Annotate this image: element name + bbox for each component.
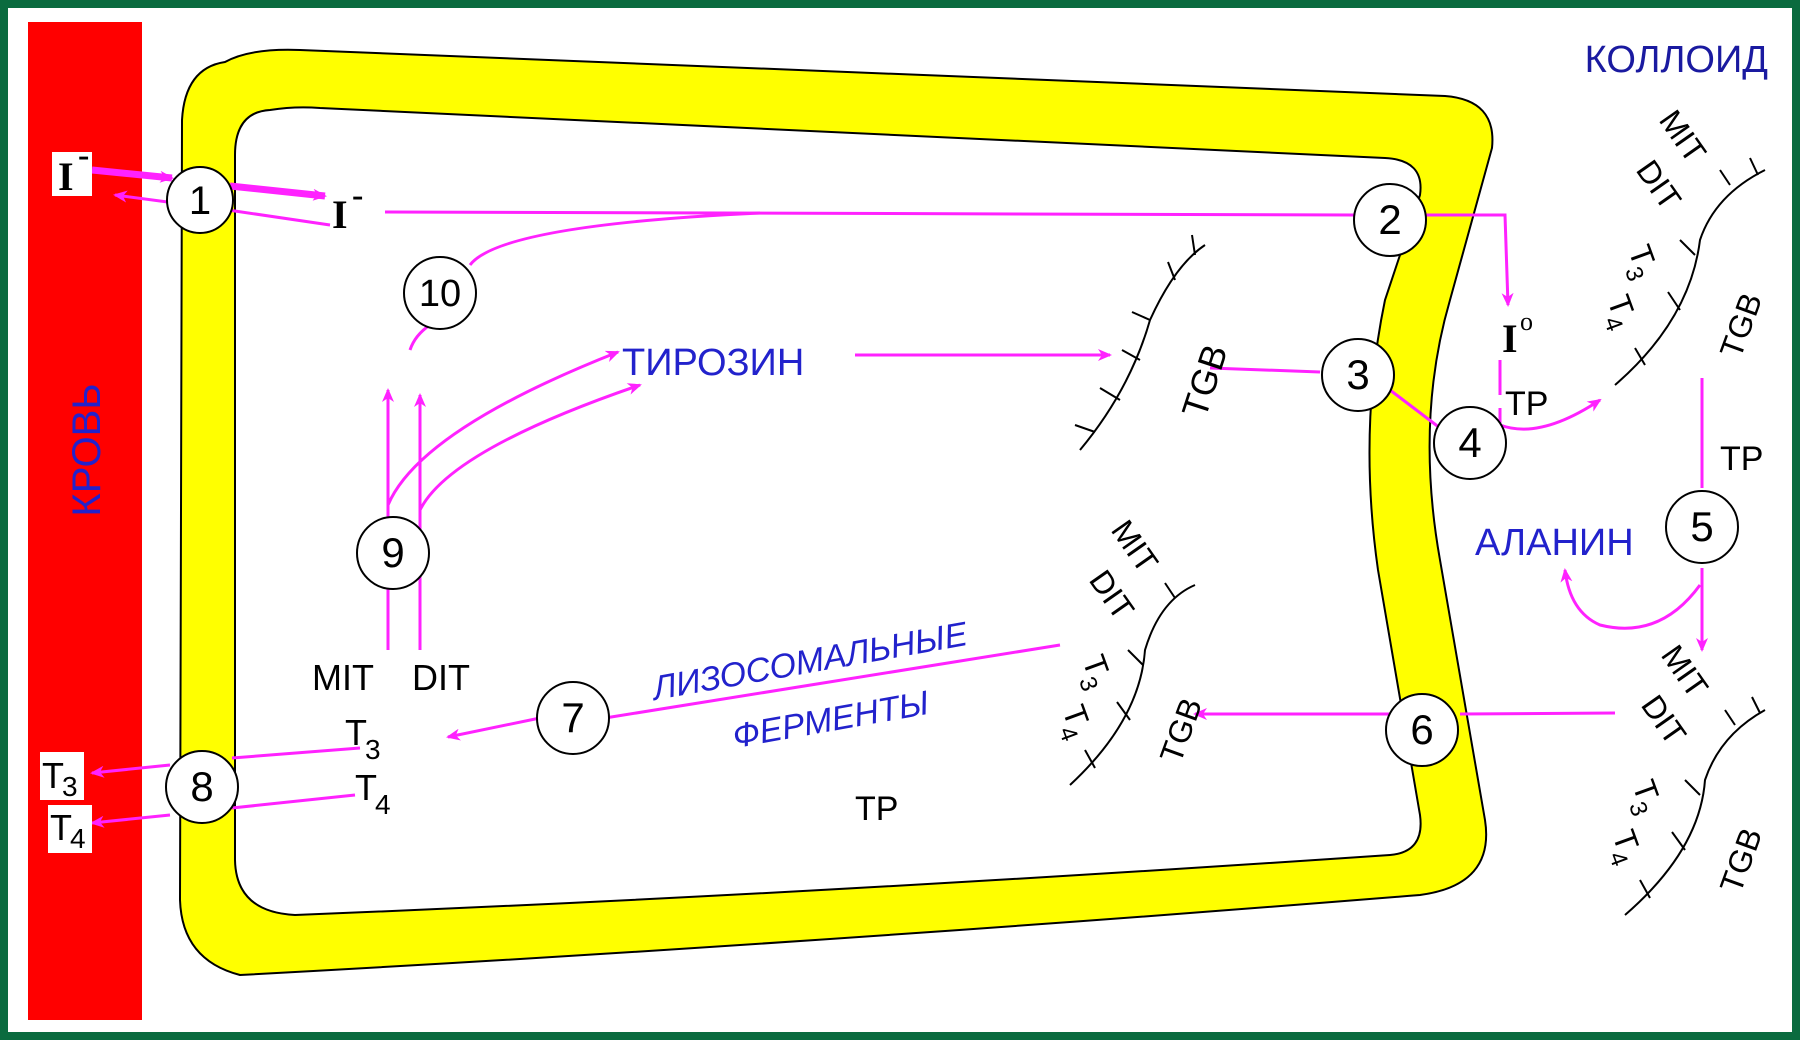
svg-text:T: T — [345, 712, 367, 753]
svg-text:6: 6 — [1410, 706, 1433, 753]
svg-text:T: T — [355, 767, 377, 808]
blood-label: КРОВЬ — [65, 383, 109, 516]
svg-text:T: T — [50, 807, 72, 848]
step-circle-7: 7 — [536, 681, 610, 755]
tp-label-5: TP — [1720, 440, 1763, 478]
svg-text:3: 3 — [365, 734, 381, 765]
t3-cell: T 3 — [345, 712, 381, 765]
step-circle-5: 5 — [1665, 490, 1739, 564]
iodine-colloid: I — [1502, 316, 1518, 361]
svg-text:4: 4 — [1458, 419, 1481, 466]
iodide-blood-box — [52, 152, 92, 196]
step-circle-8: 8 — [165, 750, 239, 824]
svg-text:7: 7 — [561, 694, 584, 741]
svg-text:2: 2 — [1378, 196, 1401, 243]
iodide-cell: I — [332, 192, 348, 237]
tp-label-cell: TP — [855, 790, 898, 828]
step-circle-3: 3 — [1321, 338, 1395, 412]
step-circle-9: 9 — [356, 516, 430, 590]
svg-text:4: 4 — [70, 823, 86, 854]
svg-text:5: 5 — [1690, 503, 1713, 550]
step-circle-10: 10 — [403, 256, 477, 330]
svg-text:T: T — [42, 755, 64, 796]
iodine-colloid-charge: o — [1520, 307, 1533, 336]
step-circle-4: 4 — [1433, 406, 1507, 480]
svg-text:3: 3 — [62, 771, 78, 802]
mit-label-cell: MIT — [312, 657, 374, 698]
tyrosine-label: ТИРОЗИН — [622, 342, 804, 384]
svg-text:1: 1 — [189, 179, 211, 223]
alanine-label: АЛАНИН — [1475, 522, 1634, 564]
cell-cytoplasm — [234, 106, 1422, 917]
svg-text:4: 4 — [375, 789, 391, 820]
t4-blood: T 4 — [50, 807, 86, 854]
svg-text:3: 3 — [1346, 351, 1369, 398]
iodide-blood: I — [58, 154, 74, 199]
tp-label-4: TP — [1505, 385, 1548, 423]
iodide-cell-charge: - — [352, 177, 363, 214]
svg-text:8: 8 — [190, 763, 213, 810]
t3-blood-box — [40, 752, 84, 800]
t4-blood-box — [48, 805, 92, 853]
svg-text:9: 9 — [381, 529, 404, 576]
t4-cell: T 4 — [355, 767, 391, 820]
iodide-blood-charge: - — [78, 137, 89, 174]
step-circle-1: 1 — [166, 166, 234, 234]
dit-label-cell: DIT — [412, 657, 470, 698]
t3-blood: T 3 — [42, 755, 78, 802]
svg-text:10: 10 — [419, 273, 461, 315]
step-circle-6: 6 — [1385, 693, 1459, 767]
colloid-label: КОЛЛОИД — [1585, 39, 1769, 81]
step-circle-2: 2 — [1353, 183, 1427, 257]
